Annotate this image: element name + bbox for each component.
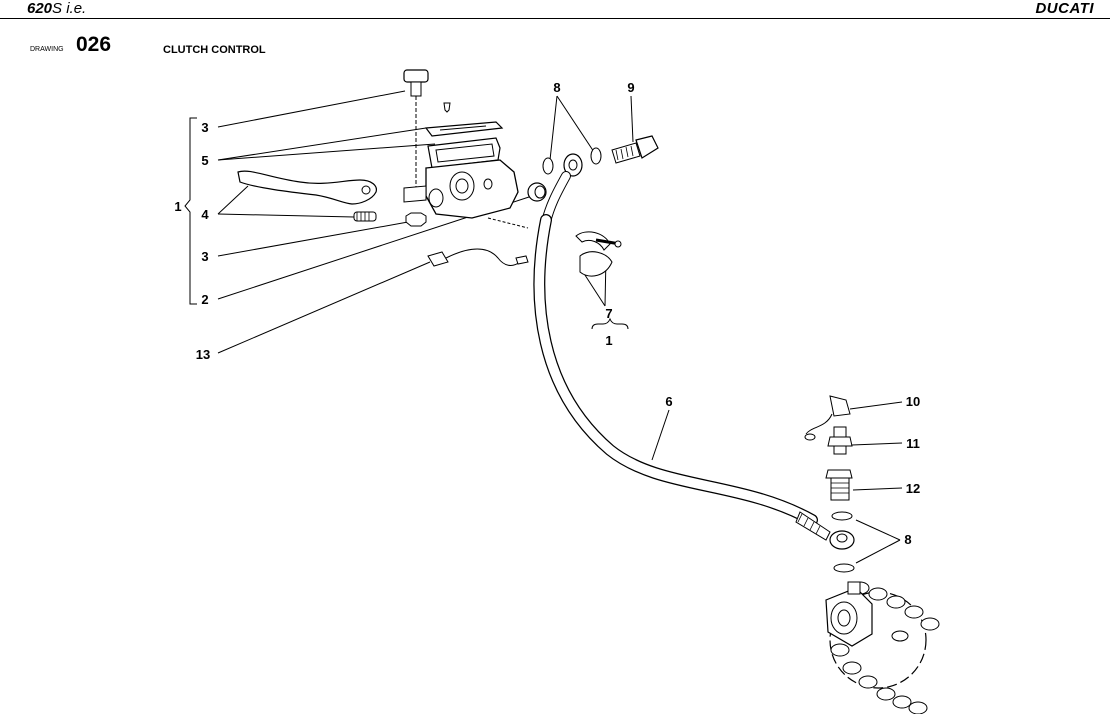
leader-10 bbox=[849, 401, 903, 410]
leader-5b bbox=[217, 143, 436, 161]
slave-cylinder-inlet bbox=[847, 581, 861, 595]
bleed-valve-tip bbox=[833, 426, 847, 438]
hose-fitting-bottom bbox=[795, 511, 831, 541]
callout-7: 7 bbox=[605, 306, 612, 321]
reservoir-cap bbox=[424, 121, 504, 137]
lever-mount-hole bbox=[428, 188, 444, 208]
callout-9: 9 bbox=[627, 80, 634, 95]
leader-8d bbox=[855, 539, 901, 564]
bleed-valve-body bbox=[827, 436, 853, 447]
callout-11: 11 bbox=[906, 436, 920, 451]
clutch-lever bbox=[237, 170, 377, 205]
callout-3-bottom: 3 bbox=[201, 249, 208, 264]
washer-top-right bbox=[590, 147, 602, 165]
leader-11 bbox=[851, 442, 903, 446]
slave-cylinder-port bbox=[837, 609, 851, 627]
banjo-bolt-shank bbox=[611, 142, 641, 164]
banjo-fitting-bottom bbox=[829, 530, 855, 550]
axis-line bbox=[487, 217, 529, 229]
slave-cylinder-face bbox=[830, 601, 858, 635]
clamp-bolt-head bbox=[614, 240, 622, 248]
bleed-cap-strap bbox=[805, 413, 833, 435]
drawing-label: DRAWING bbox=[30, 46, 64, 53]
pivot-bolt-head bbox=[403, 69, 429, 83]
banjo-bolt-head bbox=[635, 135, 659, 159]
bleed-cap-ring bbox=[804, 433, 816, 441]
drawing-title: CLUTCH CONTROL bbox=[163, 44, 266, 56]
outlet-cap-inner bbox=[534, 185, 546, 199]
callout-8-bottom: 8 bbox=[904, 532, 911, 547]
reservoir-window bbox=[435, 143, 495, 163]
callout-8-top: 8 bbox=[553, 80, 560, 95]
leader-4b bbox=[217, 213, 355, 218]
callout-1: 1 bbox=[174, 199, 181, 214]
callout-2: 2 bbox=[201, 292, 208, 307]
callout-6: 6 bbox=[665, 394, 672, 409]
washer-top-left bbox=[542, 157, 554, 175]
pin-thread bbox=[356, 212, 370, 221]
leader-5a bbox=[217, 127, 427, 161]
callout-5: 5 bbox=[201, 153, 208, 168]
clutch-switch bbox=[427, 251, 449, 267]
leader-12 bbox=[852, 487, 903, 491]
washer-bottom-low bbox=[833, 563, 855, 573]
brand-logo: DUCATI bbox=[1035, 0, 1094, 17]
leader-8c bbox=[855, 519, 901, 541]
leader-3-top bbox=[217, 90, 406, 128]
group-bracket bbox=[184, 117, 197, 305]
leader-7a bbox=[582, 271, 606, 307]
pivot-nut bbox=[405, 212, 427, 227]
union-screw-body bbox=[830, 477, 850, 501]
leader-9 bbox=[630, 95, 634, 143]
hose-fitting-crimp bbox=[797, 513, 821, 535]
washer-bottom-top bbox=[831, 511, 853, 521]
clamp-upper bbox=[575, 231, 611, 251]
banjo-top-hole bbox=[568, 159, 578, 171]
clutch-hose-fill bbox=[534, 215, 817, 525]
leader-3-bottom bbox=[217, 221, 409, 257]
clamp-lower bbox=[579, 251, 613, 277]
union-screw-thread bbox=[831, 482, 849, 494]
banjo-bolt-thread bbox=[615, 145, 634, 161]
lever-mount-bushing bbox=[403, 185, 427, 203]
group-brace bbox=[591, 317, 629, 330]
banjo-fitting-top bbox=[563, 153, 583, 177]
drawing-number: 026 bbox=[76, 33, 112, 56]
switch-wire bbox=[445, 248, 521, 266]
bleed-cap bbox=[829, 395, 851, 417]
callout-12: 12 bbox=[906, 481, 920, 496]
leader-4a bbox=[217, 185, 249, 215]
cap-screw bbox=[443, 102, 451, 113]
page-header: 620S i.e. DUCATI bbox=[0, 0, 1110, 19]
callout-1-assembly: 1 bbox=[605, 333, 612, 348]
leader-8b bbox=[556, 95, 595, 153]
outlet-cap bbox=[527, 182, 547, 202]
pivot-bolt-shank bbox=[410, 81, 422, 97]
cylinder-hole bbox=[483, 178, 493, 190]
union-screw-head bbox=[825, 469, 853, 479]
sprocket-and-chain bbox=[825, 581, 940, 714]
cylinder-port bbox=[449, 171, 475, 201]
cap-detail bbox=[439, 125, 487, 131]
leader-8a bbox=[549, 95, 558, 161]
lever-pivot-hole bbox=[361, 185, 371, 195]
cylinder-port-inner bbox=[455, 178, 469, 194]
switch-connector bbox=[515, 255, 529, 265]
leader-6 bbox=[651, 409, 670, 461]
callout-4: 4 bbox=[201, 207, 209, 222]
leader-13 bbox=[217, 261, 431, 354]
callout-3-top: 3 bbox=[201, 120, 208, 135]
callout-10: 10 bbox=[906, 394, 920, 409]
model-name: 620S i.e. bbox=[27, 0, 87, 17]
bleed-valve-thread bbox=[833, 445, 847, 455]
callout-13: 13 bbox=[196, 347, 210, 362]
banjo-bottom-hole bbox=[836, 533, 848, 543]
